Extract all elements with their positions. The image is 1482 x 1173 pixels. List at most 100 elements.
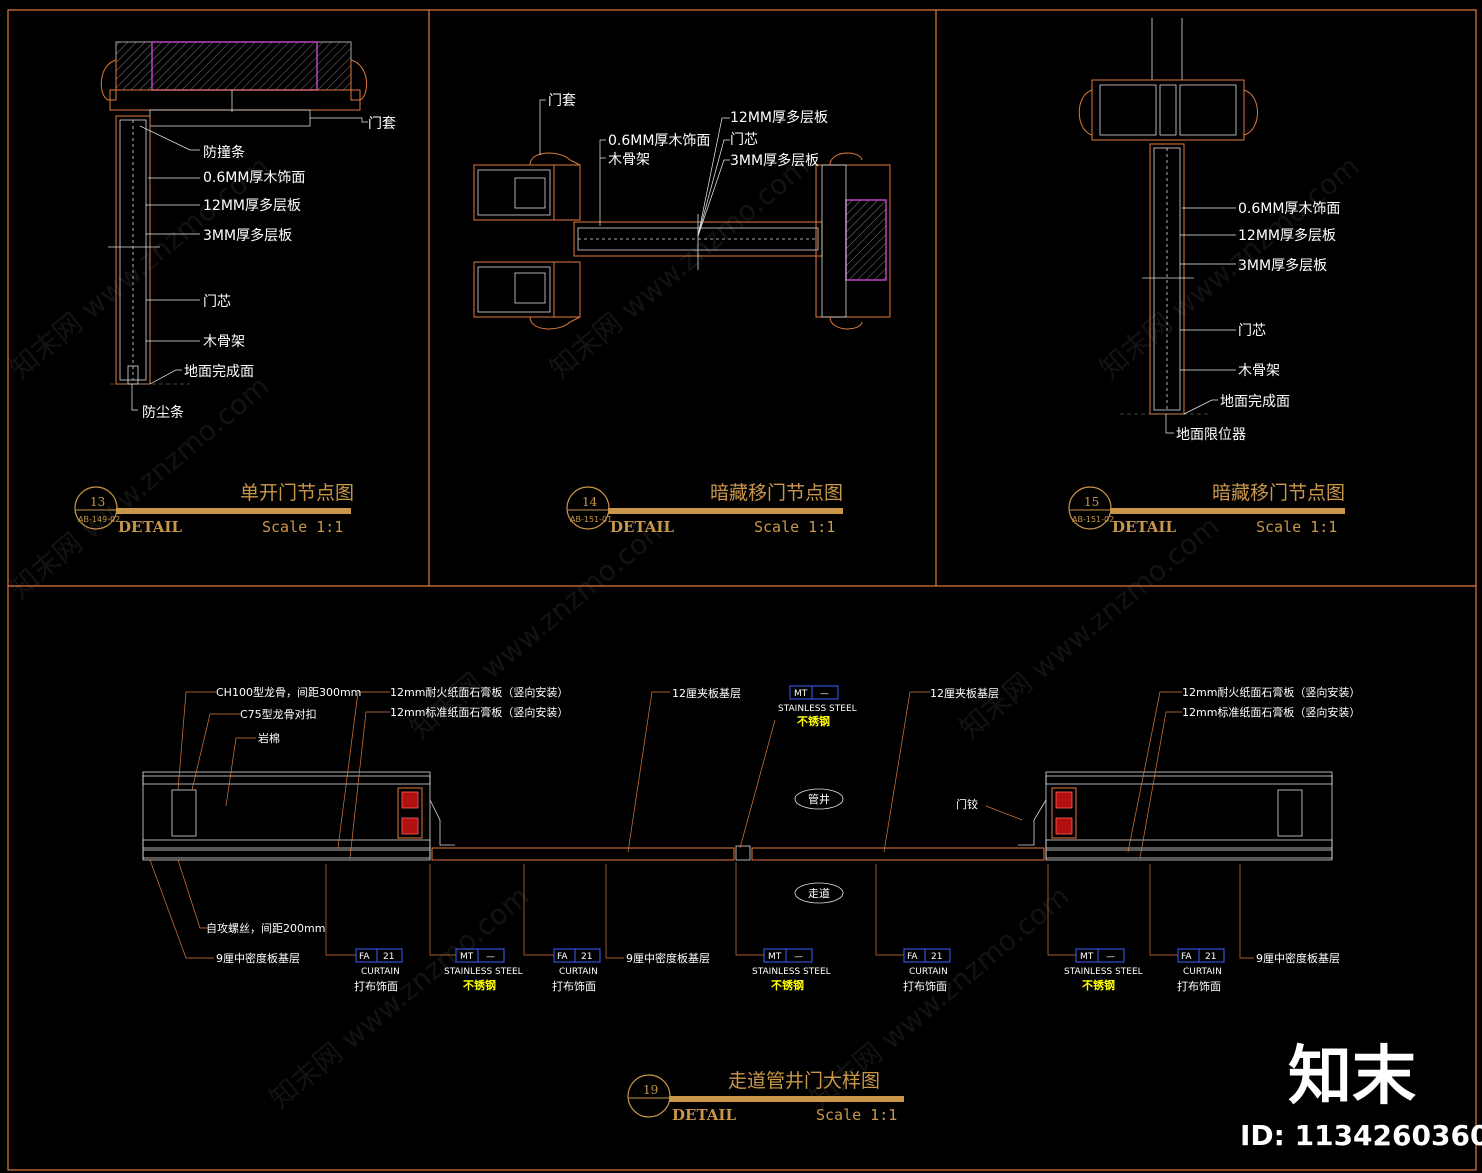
detail-scale: Scale 1:1	[1256, 518, 1337, 536]
svg-text:21: 21	[581, 952, 592, 962]
callout-label: C75型龙骨对扣	[240, 707, 317, 721]
detail-15-labels: 0.6MM厚木饰面 12MM厚多层板 3MM厚多层板 门芯 木骨架 地面完成面 …	[1176, 201, 1340, 443]
svg-text:STAINLESS STEEL: STAINLESS STEEL	[778, 704, 857, 714]
callout-label: 木骨架	[608, 152, 650, 168]
svg-text:不锈钢: 不锈钢	[771, 978, 804, 992]
detail-title: 走道管井门大样图	[728, 1070, 880, 1092]
callout-label: 12mm耐火纸面石膏板（竖向安装）	[390, 685, 568, 699]
callout-label: 3MM厚多层板	[730, 152, 819, 169]
room-label: 管井	[808, 792, 830, 806]
svg-text:不锈钢: 不锈钢	[1082, 978, 1115, 992]
callout-label: 0.6MM厚木饰面	[608, 133, 710, 149]
svg-text:21: 21	[383, 952, 394, 962]
callout-label: 防撞条	[203, 144, 245, 161]
material-tag: FA 21 CURTAIN 打布饰面	[552, 948, 601, 993]
callout-label: 地面完成面	[1220, 394, 1290, 410]
detail-13-title-block: 13 AB-149-02 单开门节点图 DETAIL Scale 1:1	[74, 482, 354, 536]
svg-text:打布饰面: 打布饰面	[1177, 979, 1221, 993]
detail-19-drawing	[142, 771, 1333, 904]
detail-number: 13	[90, 495, 105, 509]
svg-text:CURTAIN: CURTAIN	[361, 967, 400, 977]
detail-number: 14	[582, 495, 598, 509]
callout-label: 9厘中密度板基层	[216, 951, 300, 965]
svg-text:打布饰面: 打布饰面	[354, 979, 398, 993]
callout-label: 12厘夹板基层	[930, 686, 999, 700]
detail-ref: AB-151-01	[570, 515, 612, 524]
svg-text:不锈钢: 不锈钢	[463, 978, 496, 992]
callout-label: 9厘中密度板基层	[1256, 951, 1340, 965]
svg-text:MT: MT	[794, 689, 808, 699]
svg-text:STAINLESS STEEL: STAINLESS STEEL	[444, 967, 523, 977]
detail-number: 15	[1084, 495, 1099, 509]
callout-label: 0.6MM厚木饰面	[203, 170, 305, 186]
svg-text:—: —	[1106, 952, 1115, 962]
detail-14-title-block: 14 AB-151-01 暗藏移门节点图 DETAIL Scale 1:1	[566, 482, 843, 536]
callout-label: 门套	[548, 93, 576, 109]
detail-19-leaders	[149, 691, 1254, 959]
callout-label: 12mm标准纸面石膏板（竖向安装）	[1182, 705, 1360, 719]
callout-label: 木骨架	[203, 334, 245, 350]
hinge-label: 门铰	[956, 797, 978, 811]
detail-title: 单开门节点图	[240, 482, 354, 504]
detail-number: 19	[643, 1083, 658, 1097]
callout-label: 地面完成面	[184, 364, 254, 380]
svg-text:FA: FA	[1181, 952, 1192, 962]
callout-label: 地面限位器	[1176, 427, 1246, 443]
callout-label: 9厘中密度板基层	[626, 951, 710, 965]
detail-title: 暗藏移门节点图	[710, 482, 843, 504]
detail-15-title-block: 15 AB-151-02 暗藏移门节点图 DETAIL Scale 1:1	[1068, 482, 1345, 536]
detail-19-labels: CH100型龙骨，间距300mm C75型龙骨对扣 岩棉 12mm耐火纸面石膏板…	[206, 685, 1360, 993]
svg-text:打布饰面: 打布饰面	[552, 979, 596, 993]
callout-label: 自攻螺丝，间距200mm	[206, 921, 325, 935]
svg-text:FA: FA	[557, 952, 568, 962]
callout-label: 12厘夹板基层	[672, 686, 741, 700]
detail-scale: Scale 1:1	[754, 518, 835, 536]
svg-text:—: —	[820, 689, 829, 699]
sheet-frame	[7, 9, 1477, 1171]
brand-watermark: 知末 ID: 1134260360	[1240, 1040, 1482, 1152]
detail-caption: DETAIL	[610, 518, 674, 536]
detail-scale: Scale 1:1	[262, 518, 343, 536]
svg-text:FA: FA	[907, 952, 918, 962]
room-label: 走道	[808, 886, 830, 900]
svg-text:STAINLESS STEEL: STAINLESS STEEL	[1064, 967, 1143, 977]
svg-text:STAINLESS STEEL: STAINLESS STEEL	[752, 967, 831, 977]
callout-label: 门芯	[1238, 323, 1266, 339]
svg-text:—: —	[794, 952, 803, 962]
detail-14-drawing	[473, 152, 891, 330]
callout-label: 木骨架	[1238, 363, 1280, 379]
detail-15-drawing	[1078, 18, 1258, 415]
callout-label: 门芯	[203, 294, 231, 310]
svg-text:—: —	[486, 952, 495, 962]
detail-ref: AB-151-02	[1072, 515, 1114, 524]
detail-15-leaders	[1165, 207, 1236, 434]
detail-14-labels: 门套 0.6MM厚木饰面 木骨架 12MM厚多层板 门芯 3MM厚多层板	[548, 93, 828, 169]
detail-13-labels: 门套 防撞条 0.6MM厚木饰面 12MM厚多层板 3MM厚多层板 门芯 木骨架…	[142, 116, 396, 421]
svg-text:CURTAIN: CURTAIN	[559, 967, 598, 977]
detail-19-title-block: 19 走道管井门大样图 DETAIL Scale 1:1	[627, 1070, 904, 1124]
callout-label: 12MM厚多层板	[203, 197, 301, 214]
watermark: 知末网 www.znzmo.com	[543, 149, 815, 385]
callout-label: CH100型龙骨，间距300mm	[216, 685, 361, 699]
callout-label: 3MM厚多层板	[203, 227, 292, 244]
brand-logo: 知末	[1288, 1040, 1416, 1114]
svg-text:CURTAIN: CURTAIN	[909, 967, 948, 977]
detail-ref: AB-149-02	[78, 515, 120, 524]
svg-text:21: 21	[1205, 952, 1216, 962]
svg-text:MT: MT	[460, 952, 474, 962]
material-tag: MT — STAINLESS STEEL 不锈钢	[778, 685, 857, 728]
detail-13-leaders	[131, 117, 368, 411]
callout-label: 12mm标准纸面石膏板（竖向安装）	[390, 705, 568, 719]
detail-caption: DETAIL	[672, 1106, 736, 1124]
svg-text:FA: FA	[359, 952, 370, 962]
detail-caption: DETAIL	[1112, 518, 1176, 536]
detail-scale: Scale 1:1	[816, 1106, 897, 1124]
material-tag: FA 21 CURTAIN 打布饰面	[354, 948, 403, 993]
watermark: 知末网 www.znzmo.com	[3, 369, 275, 605]
detail-caption: DETAIL	[118, 518, 182, 536]
